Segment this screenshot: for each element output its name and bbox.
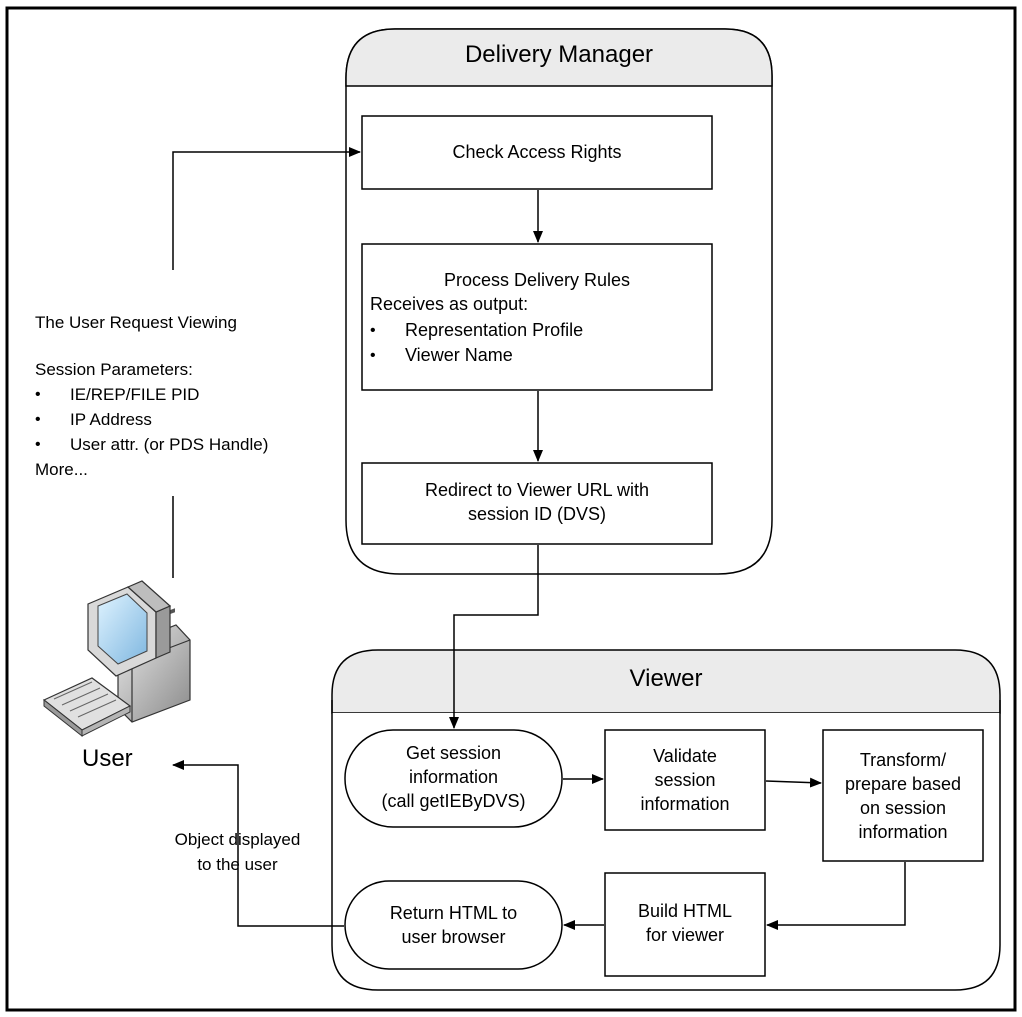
transform-box bbox=[822, 729, 984, 862]
session-param-item: IE/REP/FILE PID bbox=[35, 382, 345, 407]
delivery-manager-header bbox=[345, 28, 773, 87]
redirect-box bbox=[361, 462, 713, 545]
process-rules-title: Process Delivery Rules bbox=[443, 270, 631, 290]
get-session-line: (call getIEByDVS) bbox=[381, 791, 526, 811]
process-rules-item: Representation Profile bbox=[370, 318, 712, 343]
validate-line: Validate bbox=[653, 746, 717, 766]
get-session-text: Get session information (call getIEByDVS… bbox=[345, 741, 562, 813]
check-access-box bbox=[361, 115, 713, 190]
get-session-line: Get session bbox=[405, 743, 502, 763]
user-request-block: The User Request Viewing Session Paramet… bbox=[35, 310, 345, 482]
build-html-line: Build HTML bbox=[637, 901, 733, 921]
transform-line: Transform/ bbox=[859, 750, 947, 770]
return-html-terminator bbox=[344, 880, 563, 970]
object-displayed-line: to the user bbox=[197, 855, 278, 874]
redirect-to-viewer-arrow bbox=[449, 545, 539, 729]
session-param-item: User attr. (or PDS Handle) bbox=[35, 432, 345, 457]
delivery-manager-title: Delivery Manager bbox=[464, 41, 654, 68]
get-session-line: information bbox=[408, 767, 499, 787]
build-html-line: for viewer bbox=[645, 925, 725, 945]
session-params-heading: Session Parameters: bbox=[35, 360, 193, 379]
process-rules-intro: Receives as output: bbox=[370, 294, 529, 314]
validate-to-transform-arrow bbox=[765, 777, 822, 788]
transform-line: information bbox=[858, 822, 948, 842]
redirect-line: session ID (DVS) bbox=[467, 504, 607, 524]
page-border bbox=[5, 6, 1017, 1012]
get-session-terminator bbox=[344, 729, 563, 828]
return-to-user-arrow bbox=[172, 760, 344, 927]
return-html-line: Return HTML to bbox=[389, 903, 518, 923]
validate-box bbox=[604, 729, 766, 831]
request-arrow bbox=[172, 147, 361, 270]
validate-line: information bbox=[640, 794, 730, 814]
process-rules-text: Process Delivery Rules Receives as outpu… bbox=[362, 268, 712, 368]
return-html-text: Return HTML to user browser bbox=[345, 901, 562, 949]
desktop-computer-icon bbox=[42, 580, 191, 738]
validate-text: Validate session information bbox=[605, 744, 765, 816]
session-param-item: IP Address bbox=[35, 407, 345, 432]
transform-line: on session bbox=[859, 798, 947, 818]
return-html-line: user browser bbox=[401, 927, 506, 947]
validate-line: session bbox=[654, 770, 716, 790]
process-rules-list: Representation Profile Viewer Name bbox=[362, 318, 712, 368]
process-rules-item: Viewer Name bbox=[370, 343, 712, 368]
check-access-label: Check Access Rights bbox=[452, 142, 622, 162]
redirect-line: Redirect to Viewer URL with bbox=[424, 480, 650, 500]
redirect-text: Redirect to Viewer URL with session ID (… bbox=[362, 478, 712, 526]
session-params-list: IE/REP/FILE PID IP Address User attr. (o… bbox=[35, 382, 345, 457]
session-params-more: More... bbox=[35, 460, 88, 479]
build-html-box bbox=[604, 872, 766, 977]
object-displayed-text: Object displayed to the user bbox=[140, 827, 335, 877]
object-displayed-line: Object displayed bbox=[174, 830, 301, 849]
transform-line: prepare based bbox=[844, 774, 962, 794]
user-request-title: The User Request Viewing bbox=[35, 313, 237, 332]
transform-to-build-arrow bbox=[766, 862, 906, 930]
viewer-title: Viewer bbox=[629, 665, 703, 692]
transform-text: Transform/ prepare based on session info… bbox=[823, 748, 983, 844]
build-html-text: Build HTML for viewer bbox=[605, 899, 765, 947]
user-label: User bbox=[82, 745, 133, 772]
